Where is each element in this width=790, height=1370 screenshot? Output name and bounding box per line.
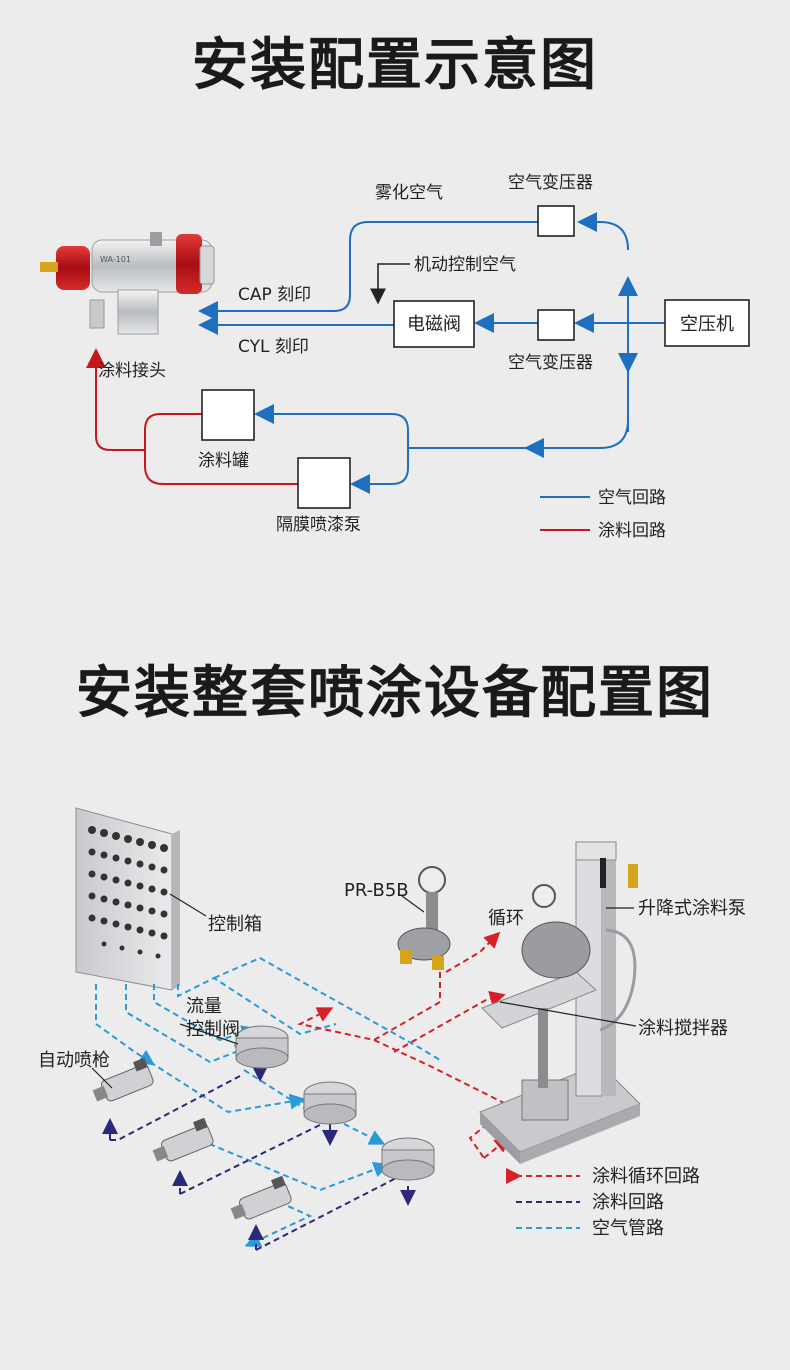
control-box-illustration: [75, 807, 180, 991]
auto-gun-label: 自动喷枪: [38, 1050, 110, 1071]
lift-pump-label: 升降式涂料泵: [638, 898, 746, 919]
bottom-legend: 涂料循环回路 涂料回路 空气管路: [506, 1166, 700, 1239]
air-line-cap: [198, 221, 538, 321]
auto-gun-illustrations: [92, 1057, 292, 1220]
air-line-to-top-transformer: [577, 212, 629, 251]
air-line-to-tank: [254, 404, 409, 448]
air-line-lower: [524, 419, 629, 458]
paint-loop: [144, 413, 298, 485]
gun-model-label: WA-101: [100, 255, 131, 264]
air-line-to-pump: [350, 448, 409, 494]
legend-airpipe-label: 空气管路: [592, 1218, 664, 1239]
solenoid-box: [393, 300, 475, 348]
transformer-box-bottom: [537, 309, 575, 341]
mixer-label: 涂料搅拌器: [638, 1018, 728, 1039]
pump-box: [297, 457, 351, 509]
machine-air-label: 机动控制空气: [414, 255, 516, 275]
legend-paintline-label: 涂料回路: [592, 1192, 664, 1213]
circulation-label: 循环: [488, 908, 524, 929]
control-air-arrow: [370, 263, 410, 305]
paint-tank-box: [201, 389, 255, 441]
spray-gun-illustration: WA-101: [40, 232, 215, 335]
transformer-bottom-label: 空气变压器: [508, 353, 593, 373]
flow-valve-illustrations: [235, 1025, 435, 1181]
control-box-label: 控制箱: [208, 914, 262, 935]
transformer-top-label: 空气变压器: [508, 173, 593, 193]
cap-label: CAP 刻印: [238, 285, 311, 305]
paint-tank-label: 涂料罐: [198, 451, 249, 471]
solenoid-label: 电磁阀: [407, 314, 461, 335]
cyl-label: CYL 刻印: [238, 337, 309, 357]
flow-valve-label-1: 流量: [186, 996, 222, 1017]
legend-air-label: 空气回路: [598, 488, 666, 508]
paint-line-to-gun: [86, 348, 145, 451]
top-title: 安装配置示意图: [192, 33, 598, 98]
legend-paint-label: 涂料回路: [598, 521, 666, 541]
pr-b5b-label: PR-B5B: [344, 880, 409, 901]
bottom-title: 安装整套喷涂设备配置图: [76, 661, 714, 726]
compressor-label: 空压机: [680, 314, 734, 335]
atomize-air-label: 雾化空气: [375, 183, 443, 203]
pr-b5b-illustration: [397, 866, 451, 970]
flow-valve-label-2: 控制阀: [186, 1019, 240, 1040]
pump-label: 隔膜喷漆泵: [276, 515, 361, 535]
legend-circ-label: 涂料循环回路: [592, 1166, 700, 1187]
top-legend: 空气回路 涂料回路: [540, 488, 666, 541]
paint-joint-label: 涂料接头: [98, 361, 166, 381]
lift-pump-illustration: [479, 841, 641, 1164]
compressor-box: [664, 299, 750, 347]
transformer-box-top: [537, 205, 575, 237]
